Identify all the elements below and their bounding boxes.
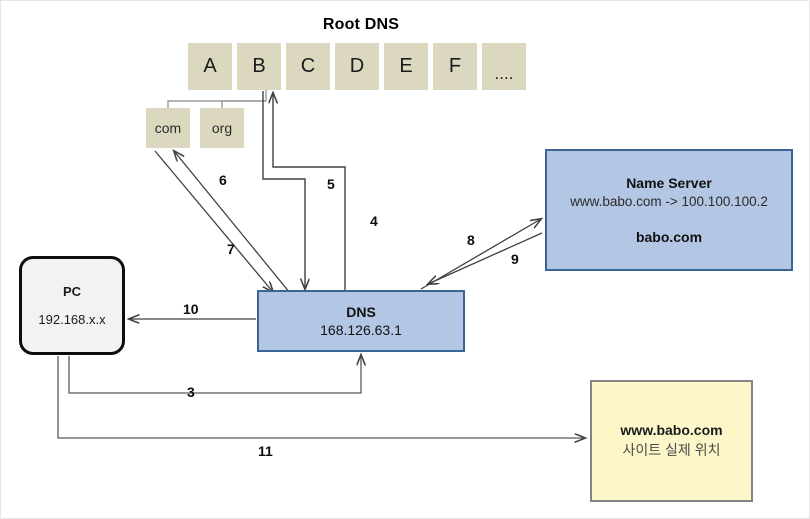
- step-label-3: 3: [187, 384, 195, 400]
- tld-tile-org[interactable]: org: [200, 108, 244, 148]
- tld-tile-com[interactable]: com: [146, 108, 190, 148]
- website-domain: www.babo.com: [620, 422, 723, 438]
- step-label-10: 10: [183, 301, 199, 317]
- root-tile-e[interactable]: E: [384, 43, 428, 90]
- pc-label: PC: [62, 284, 82, 299]
- root-tile-b[interactable]: B: [237, 43, 281, 90]
- step-label-11: 11: [258, 443, 273, 459]
- dns-ip: 168.126.63.1: [320, 322, 402, 338]
- website-node[interactable]: www.babo.com 사이트 실제 위치: [590, 380, 753, 502]
- root-tile-d[interactable]: D: [335, 43, 379, 90]
- dns-label: DNS: [346, 304, 376, 320]
- step-label-5: 5: [327, 176, 335, 192]
- arrow-step-11: [57, 356, 585, 438]
- root-tile-f[interactable]: F: [433, 43, 477, 90]
- name-server-title: Name Server: [626, 175, 712, 191]
- root-tile-c[interactable]: C: [286, 43, 330, 90]
- step-label-4: 4: [370, 213, 378, 229]
- root-tile-a[interactable]: A: [188, 43, 232, 90]
- step-label-8: 8: [467, 232, 475, 248]
- arrow-step-8: [420, 219, 541, 290]
- arrow-step-5: [262, 91, 305, 289]
- root-tree-connectors: [167, 90, 267, 108]
- dns-node[interactable]: DNS 168.126.63.1: [257, 290, 465, 352]
- step-label-7: 7: [227, 241, 235, 257]
- name-server-node[interactable]: Name Server www.babo.com -> 100.100.100.…: [545, 149, 793, 271]
- root-tile-more[interactable]: ....: [482, 43, 526, 90]
- arrow-step-3: [68, 355, 361, 394]
- name-server-record: www.babo.com -> 100.100.100.2: [570, 194, 768, 209]
- pc-node[interactable]: PC 192.168.x.x: [19, 256, 125, 355]
- name-server-zone: babo.com: [635, 229, 703, 245]
- arrow-step-6: [174, 151, 291, 294]
- pc-ip: 192.168.x.x: [38, 312, 106, 327]
- step-label-9: 9: [511, 251, 519, 267]
- website-caption: 사이트 실제 위치: [622, 442, 721, 458]
- arrow-step-7: [154, 150, 273, 292]
- page-title: Root DNS: [322, 16, 400, 33]
- arrow-step-9: [428, 232, 543, 284]
- step-label-6: 6: [219, 172, 227, 188]
